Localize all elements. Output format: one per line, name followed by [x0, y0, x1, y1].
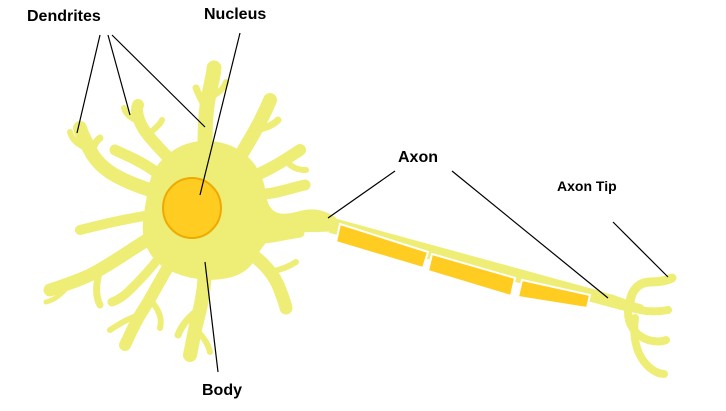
dendrite-bottom-branch-2	[193, 327, 213, 355]
dendrite-top-branch	[192, 84, 212, 114]
dendrite-lower-mid-branch-2	[147, 297, 164, 331]
terminal-top	[625, 273, 677, 310]
cell-body	[142, 140, 336, 280]
leader-axon-tip	[612, 221, 669, 278]
label-axon: Axon	[398, 149, 438, 166]
dendrite-right-twig	[282, 157, 309, 173]
label-axon-tip: Axon Tip	[557, 178, 617, 194]
dendrite-left	[75, 210, 155, 235]
leader-axon-right	[451, 170, 609, 299]
dendrite-lower-right-branch	[267, 259, 299, 275]
label-dendrites: Dendrites	[27, 8, 101, 25]
axon-terminal	[606, 273, 677, 378]
leader-body	[204, 261, 219, 373]
label-nucleus: Nucleus	[204, 6, 267, 23]
dendrite-bottom	[183, 258, 212, 362]
leader-dendrites-3	[111, 34, 206, 128]
myelin-segment-2	[426, 252, 517, 298]
dendrite-lower-left-twig	[43, 281, 73, 305]
neuron-cell	[43, 60, 677, 378]
myelin-segment-1	[334, 222, 430, 270]
dendrite-upper-mid-twig-2	[121, 105, 143, 125]
leader-dendrites-2	[107, 34, 131, 116]
terminal-bottom	[630, 314, 668, 378]
dendrite-upper-right-branch	[251, 116, 282, 134]
dendrite-upper-mid-twig	[145, 117, 165, 138]
dendrite-upper-left-twig	[67, 129, 93, 153]
dendrite-upper-left-branch	[89, 134, 104, 164]
dendrite-lower-left-2	[107, 245, 170, 307]
leader-axon-left	[327, 170, 396, 219]
terminal-mid	[628, 304, 672, 316]
myelin-sheaths	[334, 222, 592, 310]
dendrite-lower-right	[238, 243, 293, 315]
dendrite-lower-left-branch	[93, 266, 104, 309]
myelin-segment-3	[516, 278, 592, 310]
nucleus	[162, 177, 222, 239]
dendrite-top	[197, 60, 222, 163]
dendrite-bottom-branch	[174, 306, 202, 339]
leader-lines	[76, 32, 669, 373]
label-body: Body	[202, 382, 242, 399]
dendrite-lower-left	[43, 228, 162, 297]
leader-nucleus	[199, 32, 241, 196]
dendrite-top-branch-2	[207, 79, 229, 101]
terminal-lower	[624, 308, 670, 346]
leader-dendrites-1	[76, 34, 101, 134]
dendrite-lower-mid-branch	[107, 312, 143, 333]
